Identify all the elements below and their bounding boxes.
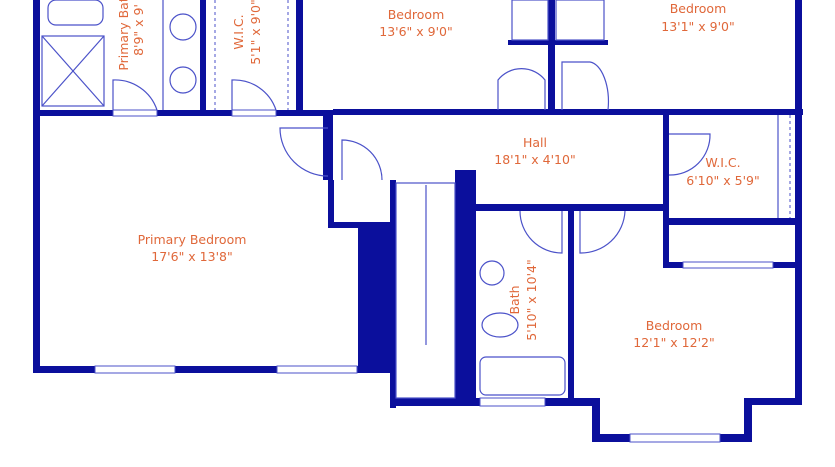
room-wic-1: W.I.C. 5'1" x 9'0" — [231, 0, 263, 65]
room-primary-bedroom-size: 17'6" x 13'8" — [151, 249, 232, 264]
room-size: 8'9" x 9' — [131, 4, 146, 56]
room-size: 5'1" x 9'0" — [248, 0, 263, 65]
stair-treads — [395, 182, 456, 399]
room-bedroom-3-name: Bedroom — [646, 318, 703, 333]
room-bedroom-2-size: 13'1" x 9'0" — [661, 19, 734, 34]
room-bedroom-1-name: Bedroom — [388, 7, 445, 22]
room-bath: Bath 5'10" x 10'4" — [507, 259, 539, 340]
windows — [94, 109, 774, 443]
doors — [112, 61, 711, 254]
walls — [33, 0, 803, 442]
room-bedroom-2-name: Bedroom — [670, 1, 727, 16]
room-name: W.I.C. — [231, 14, 246, 49]
room-name: Bath — [507, 285, 522, 314]
room-primary-bedroom-name: Primary Bedroom — [138, 232, 247, 247]
room-name: Primary Bath — [116, 0, 131, 71]
room-primary-bath: Primary Bath 8'9" x 9' — [116, 0, 146, 71]
room-hall-size: 18'1" x 4'10" — [494, 152, 575, 167]
room-size: 5'10" x 10'4" — [524, 259, 539, 340]
room-hall-name: Hall — [523, 135, 547, 150]
room-wic-2-name: W.I.C. — [705, 155, 740, 170]
room-labels: Primary Bath 8'9" x 9' W.I.C. 5'1" x 9'0… — [116, 0, 760, 350]
fixtures — [41, 0, 791, 399]
room-bedroom-3-size: 12'1" x 12'2" — [633, 335, 714, 350]
room-bedroom-1-size: 13'6" x 9'0" — [379, 24, 452, 39]
room-wic-2-size: 6'10" x 5'9" — [686, 173, 759, 188]
